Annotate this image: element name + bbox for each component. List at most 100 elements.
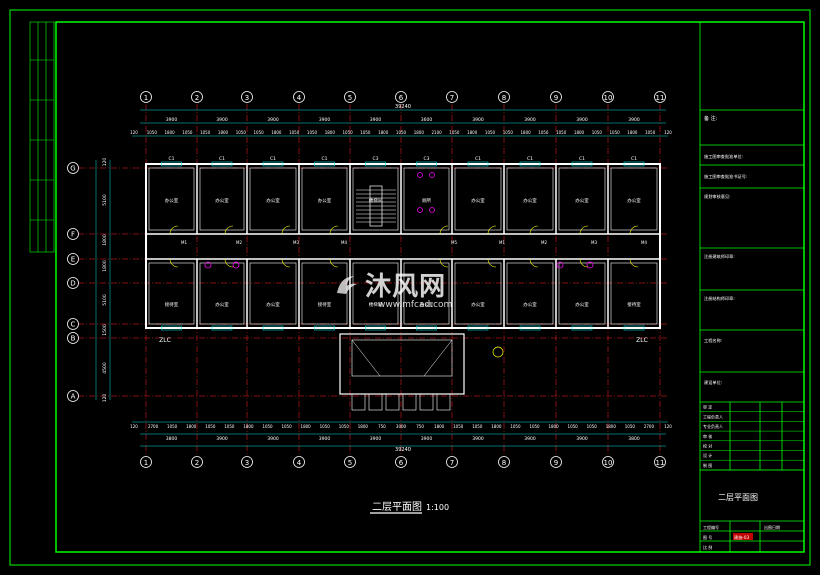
canopy-column-0 <box>351 393 366 411</box>
axis-bubble-top-2 <box>191 91 203 103</box>
window-north-6 <box>467 161 489 167</box>
window-tag-north-6: C1 <box>475 156 481 162</box>
wc-fixture-1 <box>429 172 435 178</box>
dim-top-sub-20: 1050 <box>485 130 496 135</box>
axis-bubble-B <box>67 332 79 344</box>
dim-bottom-span-3: 3900 <box>319 436 331 442</box>
dim-bottom-sub-22: 1800 <box>548 424 559 429</box>
title-drawing-no: 建施-03 <box>734 534 750 541</box>
window-north-9 <box>623 161 645 167</box>
dim-top-sub-28: 1800 <box>627 130 638 135</box>
north-room-0 <box>148 167 195 231</box>
dim-top-sub-6: 1050 <box>236 130 247 135</box>
axis-label-E: E <box>71 256 75 264</box>
dim-bottom-sub-4: 1050 <box>205 424 216 429</box>
room-label-south-1: 办公室 <box>215 301 229 308</box>
dim-bottom-sub-7: 1050 <box>262 424 273 429</box>
window-north-8 <box>571 161 593 167</box>
axis-bubble-A <box>67 390 79 402</box>
window-south-8 <box>571 325 593 331</box>
toilet-fixture-3 <box>586 261 594 269</box>
dim-top-sub-23: 1050 <box>538 130 549 135</box>
door-north-8 <box>629 225 639 235</box>
canopy-column-3 <box>402 393 417 411</box>
door-south-0 <box>169 258 179 268</box>
axis-label-G: G <box>70 165 75 173</box>
south-room-1 <box>199 262 245 325</box>
title-field-1: 施工图审查批准单位: <box>704 153 743 160</box>
watermark: 沐风网 www.mfcad.com <box>334 266 452 310</box>
dim-bottom-sub-0: 120 <box>130 424 138 429</box>
door-south-6 <box>529 258 539 268</box>
axis-bubble-F <box>67 228 79 240</box>
window-tag-north-7: C1 <box>527 156 533 162</box>
dim-top-span-4: 3900 <box>370 117 382 123</box>
index-bubble <box>492 346 504 358</box>
sign-row-label-1: 工程负责人 <box>703 413 723 419</box>
room-label-north-4: 楼梯间 <box>369 197 383 204</box>
dim-top-sub-9: 1050 <box>289 130 300 135</box>
door-north-2 <box>281 225 291 235</box>
window-tag-north-2: C1 <box>270 156 276 162</box>
window-south-3 <box>314 325 335 331</box>
axis-label-B: B <box>71 335 76 343</box>
dim-bottom-sub-28: 120 <box>664 424 672 429</box>
room-label-north-5: 厕所 <box>422 197 431 204</box>
dim-top-span-0: 3900 <box>166 117 178 123</box>
dim-bottom-sub-17: 1050 <box>453 424 464 429</box>
dim-bottom-sub-9: 1800 <box>301 424 312 429</box>
axis-bubble-top-10 <box>602 91 614 103</box>
sheet-inner-frame <box>55 21 805 553</box>
axis-label-top-6: 6 <box>399 94 404 102</box>
dim-bottom-sub-14: 3000 <box>396 424 407 429</box>
axis-label-bottom-5: 5 <box>348 459 352 467</box>
axis-bubble-bottom-1 <box>140 456 152 468</box>
dim-bottom-span-4: 3900 <box>370 436 382 442</box>
dim-bottom-sub-27: 2700 <box>644 424 655 429</box>
north-room-1 <box>199 167 245 231</box>
toilet-fixture-0 <box>204 261 212 269</box>
door-tag-8: M4 <box>641 240 647 245</box>
axis-bubble-top-7 <box>446 91 458 103</box>
axis-bubble-bottom-4 <box>293 456 305 468</box>
canopy-column-2 <box>385 393 400 411</box>
door-north-6 <box>529 225 539 235</box>
dim-top-sub-5: 1800 <box>218 130 229 135</box>
axis-label-bottom-8: 8 <box>502 459 506 467</box>
axis-label-bottom-4: 4 <box>297 459 302 467</box>
dim-left-0: 120 <box>102 158 108 167</box>
sign-row-label-6: 制 图 <box>703 462 712 468</box>
window-north-1 <box>211 161 233 167</box>
axis-bubble-bottom-7 <box>446 456 458 468</box>
window-tag-north-1: C1 <box>219 156 225 162</box>
door-south-5 <box>487 258 497 268</box>
dim-top-sub-18: 1050 <box>449 130 460 135</box>
canopy-diag-1 <box>351 339 381 377</box>
title-field-6: 工程名称: <box>704 337 722 344</box>
dim-bottom-sub-3: 1800 <box>186 424 197 429</box>
dim-left-6: 4500 <box>102 362 108 374</box>
room-label-north-1: 办公室 <box>215 197 229 204</box>
dim-top-sub-15: 1050 <box>396 130 407 135</box>
sign-row-label-0: 审 定 <box>703 404 712 410</box>
dim-top-sub-7: 1050 <box>254 130 265 135</box>
title-field-7: 建设单位: <box>704 379 722 386</box>
dim-top-span-5: 3600 <box>421 117 433 123</box>
north-room-7 <box>506 167 554 231</box>
dim-top-span-9: 3900 <box>628 117 640 123</box>
dim-bottom-sub-25: 1800 <box>606 424 617 429</box>
door-north-1 <box>224 225 234 235</box>
dim-bottom-sub-13: 750 <box>378 424 386 429</box>
south-room-7 <box>506 262 554 325</box>
dim-top-span-6: 3900 <box>472 117 484 123</box>
room-label-north-6: 办公室 <box>471 197 485 204</box>
room-label-north-9: 办公室 <box>627 197 641 204</box>
dim-bottom-sub-24: 1050 <box>587 424 598 429</box>
door-tag-1: M2 <box>236 240 242 245</box>
axis-bubble-D <box>67 277 79 289</box>
window-south-5 <box>416 325 437 331</box>
axis-bubble-bottom-3 <box>241 456 253 468</box>
drawing-scale: 1:100 <box>426 503 449 512</box>
